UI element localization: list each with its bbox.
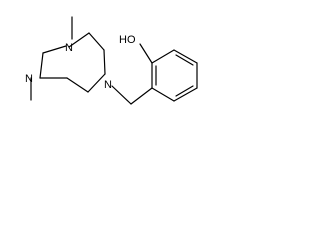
bond bbox=[88, 32, 105, 51]
amine-left-label: N bbox=[25, 73, 33, 85]
triazocane-ring bbox=[39, 32, 106, 93]
hydroxyl-bond bbox=[139, 43, 153, 64]
bond bbox=[39, 52, 44, 79]
bond bbox=[66, 77, 89, 93]
hydroxyl-label: HO bbox=[119, 34, 136, 46]
benzyl-ring-bond bbox=[130, 87, 153, 105]
bond bbox=[42, 45, 67, 54]
bond bbox=[87, 73, 106, 93]
amine-top-label: N bbox=[65, 42, 73, 54]
double-bond bbox=[175, 85, 194, 97]
phenol-ring bbox=[151, 49, 198, 102]
benzyl-linker-bond bbox=[111, 85, 132, 105]
methyl-groups bbox=[30, 16, 73, 101]
bond bbox=[103, 49, 106, 75]
bond bbox=[173, 49, 198, 64]
bond bbox=[173, 87, 198, 102]
chemical-structure-diagram: HO N N N bbox=[25, 16, 198, 105]
bond bbox=[151, 49, 175, 64]
double-bond bbox=[175, 54, 194, 66]
bond bbox=[68, 32, 90, 48]
amine-right-label: N bbox=[104, 79, 112, 91]
bond bbox=[151, 87, 175, 102]
